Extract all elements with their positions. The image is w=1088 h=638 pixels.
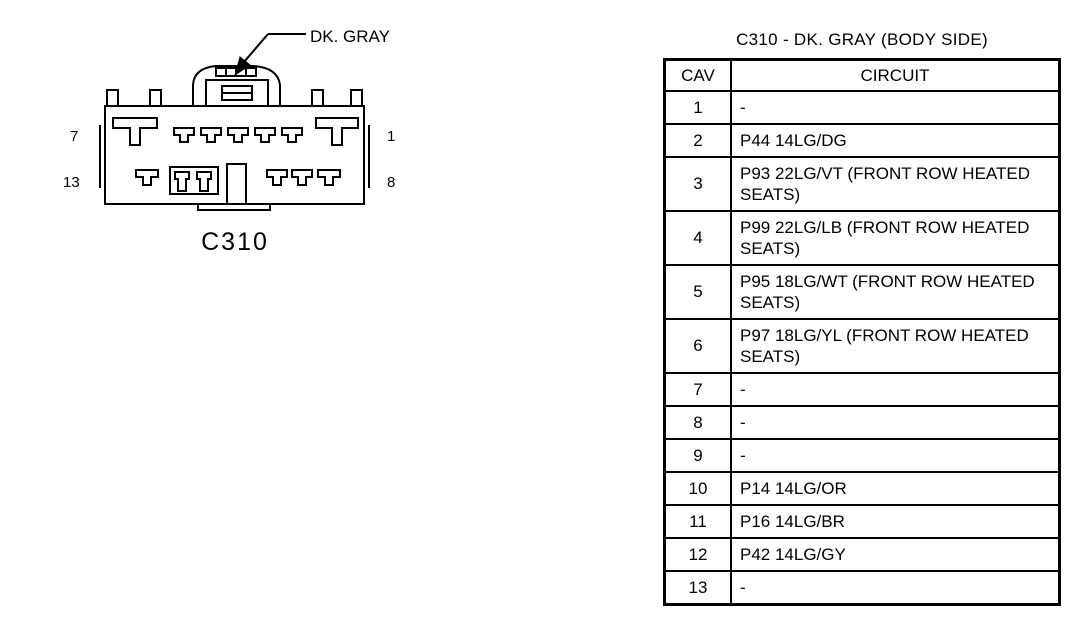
circuit-cell: P95 18LG/WT (FRONT ROW HEATED SEATS) <box>730 264 1061 320</box>
table-row: 1 - <box>663 90 1061 125</box>
cav-cell: 13 <box>663 570 732 606</box>
circuit-cell: - <box>730 570 1061 606</box>
circuit-cell: P97 18LG/YL (FRONT ROW HEATED SEATS) <box>730 318 1061 374</box>
pin-label-top-left: 7 <box>70 128 78 145</box>
table-header-row: CAV CIRCUIT <box>663 58 1061 92</box>
cav-cell: 3 <box>663 156 732 212</box>
table-row: 7 - <box>663 372 1061 407</box>
circuit-cell: - <box>730 372 1061 407</box>
table-row: 13 - <box>663 570 1061 606</box>
header-circuit: CIRCUIT <box>730 58 1061 92</box>
table-row: 5 P95 18LG/WT (FRONT ROW HEATED SEATS) <box>663 264 1061 320</box>
cav-cell: 2 <box>663 123 732 158</box>
table-row: 11 P16 14LG/BR <box>663 504 1061 539</box>
circuit-cell: - <box>730 405 1061 440</box>
circuit-cell: P14 14LG/OR <box>730 471 1061 506</box>
pin-label-bottom-left: 13 <box>63 174 80 191</box>
pin-label-bottom-right: 8 <box>387 174 395 191</box>
table-row: 2 P44 14LG/DG <box>663 123 1061 158</box>
connector-latch <box>192 65 281 107</box>
cav-cell: 5 <box>663 264 732 320</box>
cav-cell: 8 <box>663 405 732 440</box>
cav-cell: 1 <box>663 90 732 125</box>
table-title: C310 - DK. GRAY (BODY SIDE) <box>736 30 988 49</box>
connector-diagram: DK. GRAY 7 1 13 8 C310 <box>63 27 395 256</box>
pin-label-top-right: 1 <box>387 128 395 145</box>
table-row: 12 P42 14LG/GY <box>663 537 1061 572</box>
circuit-cell: P99 22LG/LB (FRONT ROW HEATED SEATS) <box>730 210 1061 266</box>
table-row: 9 - <box>663 438 1061 473</box>
circuit-cell: P44 14LG/DG <box>730 123 1061 158</box>
header-cav: CAV <box>663 58 732 92</box>
terminal-cavities-lower <box>135 163 341 205</box>
pinout-table: CAV CIRCUIT 1 - 2 P44 14LG/DG 3 P93 22LG… <box>663 58 1061 606</box>
circuit-cell: P16 14LG/BR <box>730 504 1061 539</box>
table-row: 8 - <box>663 405 1061 440</box>
cav-cell: 9 <box>663 438 732 473</box>
cav-cell: 11 <box>663 504 732 539</box>
cav-cell: 4 <box>663 210 732 266</box>
color-callout-label: DK. GRAY <box>310 27 390 46</box>
circuit-cell: P93 22LG/VT (FRONT ROW HEATED SEATS) <box>730 156 1061 212</box>
table-row: 6 P97 18LG/YL (FRONT ROW HEATED SEATS) <box>663 318 1061 374</box>
cav-cell: 7 <box>663 372 732 407</box>
circuit-cell: P42 14LG/GY <box>730 537 1061 572</box>
circuit-cell: - <box>730 438 1061 473</box>
connector-housing <box>99 89 370 211</box>
table-row: 10 P14 14LG/OR <box>663 471 1061 506</box>
table-row: 4 P99 22LG/LB (FRONT ROW HEATED SEATS) <box>663 210 1061 266</box>
connector-name-label: C310 <box>201 228 269 256</box>
cav-cell: 12 <box>663 537 732 572</box>
cav-cell: 10 <box>663 471 732 506</box>
cav-cell: 6 <box>663 318 732 374</box>
terminal-cavities-upper <box>112 117 359 146</box>
table-row: 3 P93 22LG/VT (FRONT ROW HEATED SEATS) <box>663 156 1061 212</box>
circuit-cell: - <box>730 90 1061 125</box>
